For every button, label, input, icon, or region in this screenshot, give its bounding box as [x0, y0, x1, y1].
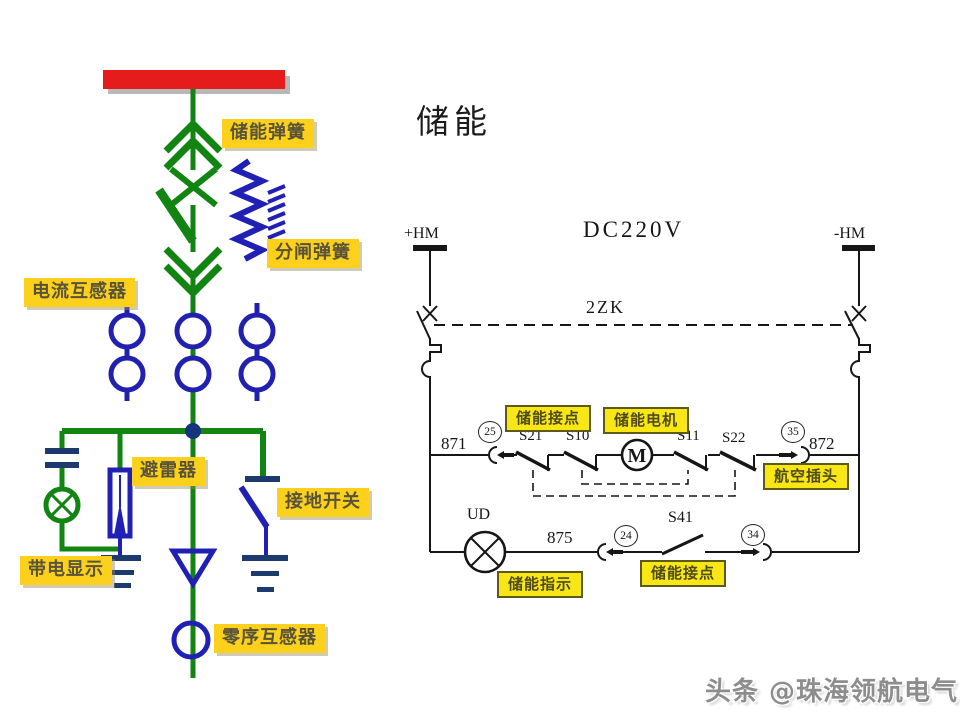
contact-s10-label: S10 — [566, 428, 590, 444]
circuit-breaker-symbol — [155, 89, 223, 431]
negative-bus — [842, 245, 875, 552]
section-title: 储能 — [416, 102, 492, 141]
plug-socket-icon — [762, 543, 772, 561]
label-storage-indicator: 储能指示 — [497, 571, 584, 598]
lamp-ud-label: UD — [467, 506, 491, 523]
pin-34: 34 — [741, 524, 765, 546]
motor-icon — [620, 438, 654, 472]
contact-s22-label: S22 — [722, 430, 746, 446]
breaker-cross-icon — [422, 305, 438, 322]
zero-sequence-ct-icon — [171, 620, 211, 660]
label-aviation-plug: 航空插头 — [763, 463, 850, 490]
storage-control-circuit: M — [413, 245, 875, 574]
bus-negative-label: -HM — [834, 225, 866, 242]
cable-arrow-icon — [168, 548, 218, 589]
capacitor-plate — [45, 462, 79, 468]
thermal-element — [421, 338, 442, 552]
capacitor-plate — [45, 448, 79, 454]
earth-icon — [242, 555, 288, 561]
opening-spring-icon — [267, 184, 286, 240]
busbar — [103, 70, 290, 94]
positive-bus — [413, 245, 447, 552]
contact-s22-blade — [719, 450, 757, 472]
arrester-branch — [101, 431, 141, 588]
label-opening-spring: 分闸弹簧 — [267, 239, 359, 268]
contact-s41-label: S41 — [668, 509, 693, 526]
contact-s11-blade — [673, 450, 709, 472]
breaker-blade — [416, 310, 431, 340]
plug-boundary-dashed — [581, 470, 689, 485]
label-current-transformer: 电流互感器 — [24, 278, 135, 307]
opening-spring-chevron-down — [163, 246, 223, 281]
label-arrester: 避雷器 — [132, 457, 205, 486]
contact-s10-blade — [563, 450, 599, 472]
pin-25: 25 — [478, 421, 502, 443]
indicator-row — [430, 530, 859, 574]
plug-socket-icon — [800, 446, 810, 464]
label-storage-spring: 储能弹簧 — [222, 119, 314, 148]
earthing-switch-branch — [238, 431, 288, 592]
label-earthing-switch: 接地开关 — [277, 488, 369, 517]
current-transformers — [108, 303, 276, 401]
junction-dot — [185, 423, 201, 439]
label-storage-contact-bottom: 储能接点 — [640, 560, 727, 587]
wire-871-label: 871 — [441, 434, 467, 453]
pin-35: 35 — [781, 421, 805, 443]
earth-icon — [101, 555, 141, 561]
live-display-branch — [43, 431, 120, 552]
contact-s21-blade — [515, 450, 551, 472]
hv-single-line-diagram — [43, 70, 290, 678]
bus-positive-label: +HM — [404, 225, 439, 242]
label-storage-motor: 储能电机 — [603, 407, 690, 434]
breaker-cross-icon — [851, 305, 867, 322]
wire-875-label: 875 — [547, 528, 573, 547]
contact-s41-blade — [661, 533, 704, 556]
pin-24: 24 — [614, 525, 638, 547]
breaker-blade — [155, 187, 197, 244]
earthing-switch-blade — [238, 485, 270, 529]
contact-s21-label: S21 — [519, 428, 543, 444]
watermark: 头条 @珠海领航电气 — [705, 677, 959, 707]
label-live-display: 带电显示 — [20, 556, 112, 585]
plug-socket-icon — [488, 446, 498, 464]
plug-socket-icon — [597, 543, 607, 561]
motor-letter: M — [628, 445, 647, 467]
label-zero-sequence-ct: 零序互感器 — [214, 624, 325, 653]
storage-spring-chevron-up — [163, 119, 223, 154]
switch-contact-bar — [245, 476, 280, 482]
thermal-element — [850, 338, 871, 552]
wire-872-label: 872 — [809, 434, 835, 453]
motor-row — [430, 438, 859, 497]
breaker-label: 2ZK — [586, 297, 625, 317]
voltage-label: DC220V — [583, 217, 685, 242]
plug-boundary-dashed — [532, 470, 736, 497]
breaker-cross-icon — [169, 166, 218, 208]
label-storage-contact-top: 储能接点 — [505, 405, 592, 432]
storage-spring-icon — [228, 158, 270, 262]
